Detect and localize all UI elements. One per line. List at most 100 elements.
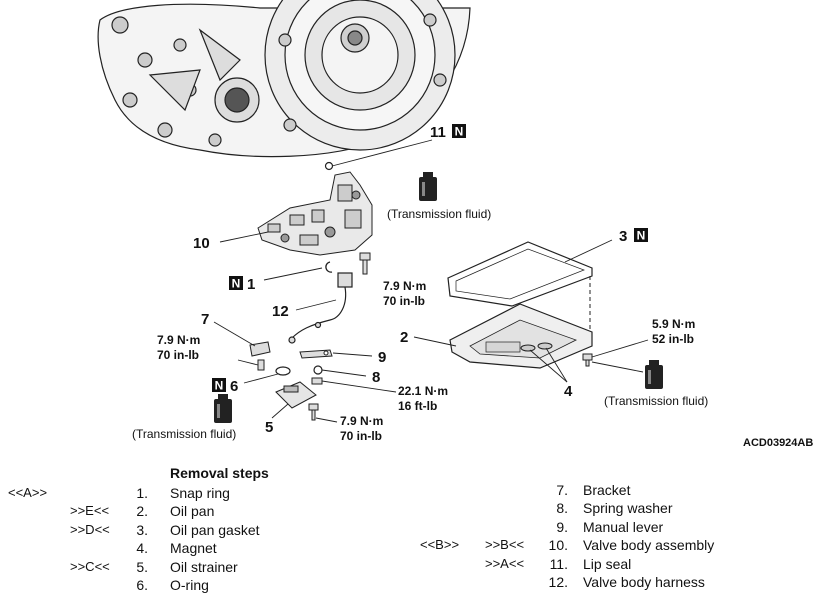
new-part-marker: N (229, 276, 243, 291)
callout-12: 12 (272, 303, 289, 320)
fluid-note-top: (Transmission fluid) (387, 207, 491, 221)
step-name: Valve body assembly (583, 537, 715, 554)
drain-plug (582, 353, 593, 367)
manual-lever (299, 349, 333, 359)
step-number: 2. (136, 503, 148, 520)
step-row: 7. Bracket (410, 481, 810, 499)
lip-seal (324, 161, 334, 171)
new-part-marker: N (212, 378, 226, 393)
step-ref-b: >>C<< (70, 558, 110, 574)
callout-2: 2 (400, 329, 408, 346)
removal-steps-left: <<A>> 1. Snap ring >>E<< 2. Oil pan >>D<… (0, 484, 400, 594)
step-number: 12. (548, 573, 568, 590)
step-ref-a: <<B>> (420, 537, 460, 553)
step-number: 10. (548, 537, 568, 554)
step-name: Bracket (583, 482, 631, 498)
step-name: Manual lever (583, 518, 664, 535)
svg-text:N: N (232, 277, 241, 291)
oil-pan-gasket (447, 241, 593, 307)
valve-body-bolt (359, 252, 371, 275)
step-name: Oil pan (170, 503, 215, 520)
callout-5: 5 (265, 419, 273, 436)
torque-strainer-imp: 70 in-lb (340, 429, 382, 443)
oil-strainer (275, 381, 317, 409)
callout-7: 7 (201, 311, 209, 328)
step-row: >>C<< 5. Oil strainer (0, 558, 400, 576)
fluid-note-left: (Transmission fluid) (132, 427, 236, 441)
step-name: Spring washer (583, 500, 673, 517)
new-part-marker: N (452, 124, 466, 139)
step-number: 7. (556, 482, 568, 498)
step-name: Snap ring (170, 485, 230, 501)
spring-washer (313, 365, 323, 375)
step-row: >>E<< 2. Oil pan (0, 502, 400, 520)
step-row: 9. Manual lever (410, 518, 810, 536)
step-row: >>D<< 3. Oil pan gasket (0, 521, 400, 539)
svg-text:N: N (455, 125, 464, 139)
step-ref-b: >>D<< (70, 521, 110, 537)
step-name: O-ring (170, 576, 209, 593)
fluid-bottle-icon (645, 360, 663, 389)
step-name: Lip seal (583, 555, 632, 572)
torque-lever-imp: 16 ft-lb (398, 399, 437, 413)
callout-3: 3 (619, 228, 627, 245)
step-row: 6. O-ring (0, 576, 400, 594)
figure-code: ACD03924AB (743, 437, 813, 449)
callout-4: 4 (564, 383, 573, 400)
exploded-view-diagram: N N N N 11 10 3 1 12 7 2 9 8 6 4 5 7.9 N… (97, 0, 813, 449)
step-row: 8. Spring washer (410, 499, 810, 517)
step-row: 12. Valve body harness (410, 573, 810, 591)
new-part-marker: N (634, 228, 648, 243)
o-ring (275, 366, 291, 376)
step-row: 4. Magnet (0, 539, 400, 557)
step-row: <<B>> >>B<< 10. Valve body assembly (410, 536, 810, 554)
step-ref-a: <<A>> (8, 485, 48, 500)
step-name: Oil pan gasket (170, 521, 260, 538)
valve-body-harness (288, 272, 353, 344)
oil-pan (449, 303, 593, 369)
magnets (520, 342, 553, 352)
step-row: >>A<< 11. Lip seal (410, 555, 810, 573)
torque-bracket-nm: 7.9 N·m (157, 333, 200, 347)
removal-steps-right: 7. Bracket 8. Spring washer 9. Manual le… (410, 481, 810, 591)
transmission-case (97, 0, 471, 158)
valve-body-assembly (257, 171, 373, 256)
step-number: 5. (136, 558, 148, 575)
callout-6: 6 (230, 378, 238, 395)
step-ref-b: >>A<< (485, 555, 525, 571)
strainer-bolt (308, 403, 319, 421)
torque-strainer-nm: 7.9 N·m (340, 414, 383, 428)
step-number: 9. (556, 518, 568, 535)
callout-8: 8 (372, 369, 380, 386)
step-name: Oil strainer (170, 558, 238, 575)
lever-bolt (311, 377, 323, 385)
torque-lever-nm: 22.1 N·m (398, 384, 448, 398)
torque-bracket-imp: 70 in-lb (157, 348, 199, 362)
fluid-bottle-icon (214, 394, 232, 423)
fluid-note-right: (Transmission fluid) (604, 394, 708, 408)
callout-10: 10 (193, 235, 210, 252)
step-name: Magnet (170, 540, 217, 557)
step-number: 11. (549, 555, 568, 572)
removal-steps-heading: Removal steps (170, 465, 269, 481)
step-number: 4. (136, 540, 148, 557)
bracket (249, 341, 271, 371)
callout-11: 11 (430, 124, 446, 141)
torque-mid-nm: 7.9 N·m (383, 279, 426, 293)
step-number: 8. (556, 500, 568, 517)
step-ref-b: >>B<< (485, 537, 525, 553)
callout-9: 9 (378, 349, 386, 366)
step-number: 1. (136, 485, 148, 501)
torque-mid-imp: 70 in-lb (383, 294, 425, 308)
step-ref-b: >>E<< (70, 503, 110, 519)
step-name: Valve body harness (583, 573, 705, 590)
step-number: 3. (136, 521, 148, 538)
step-number: 6. (136, 576, 148, 593)
fluid-bottle-icon (419, 172, 437, 201)
torque-drain-nm: 5.9 N·m (652, 317, 695, 331)
svg-text:N: N (637, 229, 646, 243)
step-row: <<A>> 1. Snap ring (0, 484, 400, 502)
svg-text:N: N (215, 379, 224, 393)
callout-1: 1 (247, 276, 255, 293)
torque-drain-imp: 52 in-lb (652, 332, 694, 346)
